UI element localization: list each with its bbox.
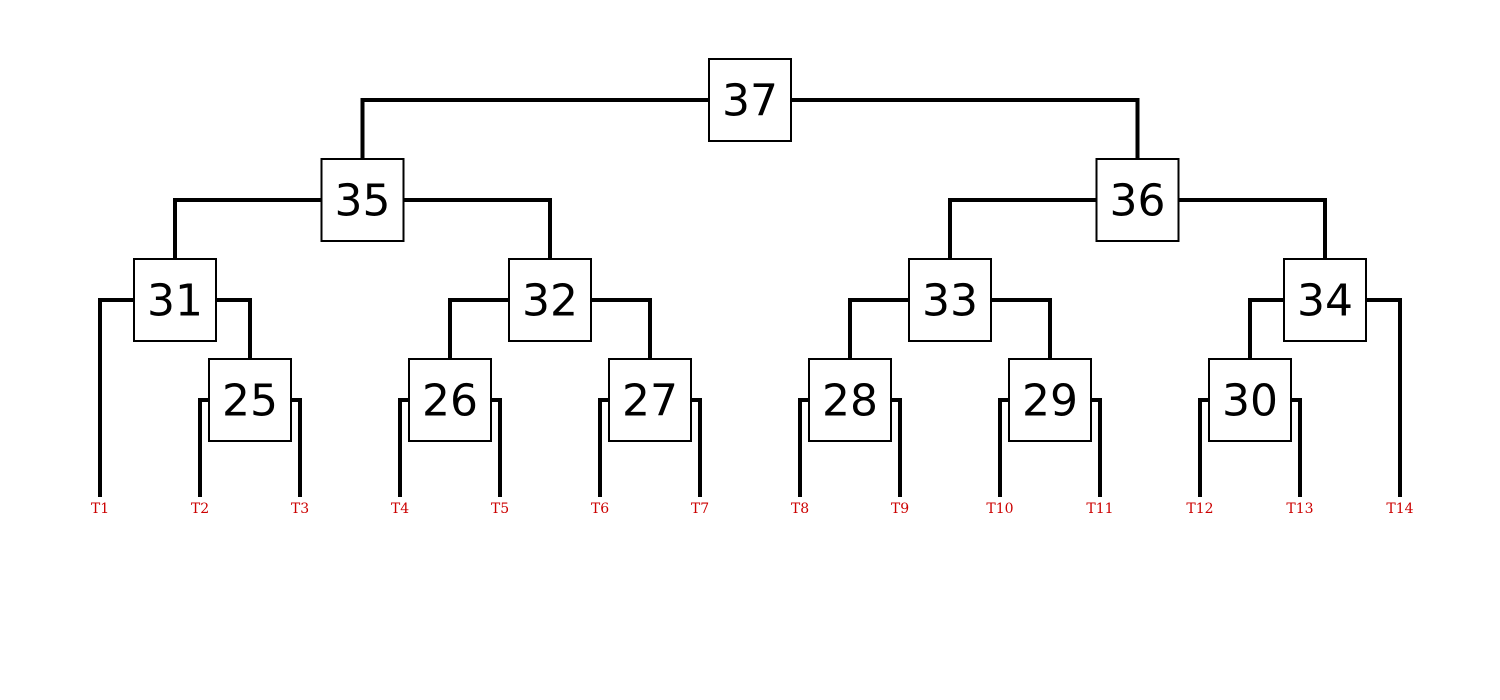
leaf-label: T1 <box>91 501 109 517</box>
match-node-box <box>1095 158 1180 242</box>
match-node-label: 34 <box>1297 276 1353 327</box>
leaf-label: T4 <box>391 501 409 517</box>
match-node-box <box>1208 358 1292 442</box>
match-node-29: 29 <box>1008 358 1092 442</box>
match-node-box <box>1008 358 1092 442</box>
match-node-box <box>608 358 692 442</box>
connector-25-T3 <box>290 398 302 497</box>
connector-28-T9 <box>890 398 902 497</box>
match-node-box <box>408 358 492 442</box>
match-node-33: 33 <box>908 258 992 342</box>
leaf-label: T11 <box>1086 501 1113 517</box>
connector-25-T2 <box>198 398 210 497</box>
connector-27-T7 <box>690 398 702 497</box>
match-node-label: 32 <box>522 276 578 327</box>
match-node-28: 28 <box>808 358 892 442</box>
leaf-label: T10 <box>986 501 1013 517</box>
connector-28-T8 <box>798 398 810 497</box>
match-node-label: 33 <box>922 276 978 327</box>
connector-29-T10 <box>998 398 1010 497</box>
connector-26-T5 <box>490 398 502 497</box>
match-node-34: 34 <box>1283 258 1367 342</box>
match-node-box <box>133 258 217 342</box>
match-node-label: 28 <box>822 376 878 427</box>
leaf-labels: T1 T2 T3 T4 T5 T6 T7 T8 T9 T10 T11 T12 T13 T14 <box>91 501 1414 517</box>
match-node-26: 26 <box>408 358 492 442</box>
leaf-label: T5 <box>491 501 509 517</box>
match-node-31: 31 <box>133 258 217 342</box>
match-node-label: 35 <box>335 176 391 227</box>
match-nodes: 37 35 36 31 32 33 34 25 26 27 28 29 30 <box>133 58 1367 442</box>
connector-30-T12 <box>1198 398 1210 497</box>
connector-27-T6 <box>598 398 610 497</box>
connector-30-T13 <box>1290 398 1302 497</box>
connector-lines <box>98 98 1402 497</box>
match-node-box <box>508 258 592 342</box>
match-node-box <box>808 358 892 442</box>
match-node-box <box>320 158 405 242</box>
match-node-label: 37 <box>722 76 778 127</box>
match-node-27: 27 <box>608 358 692 442</box>
match-node-35: 35 <box>320 158 405 242</box>
match-node-box <box>908 258 992 342</box>
match-node-25: 25 <box>208 358 292 442</box>
match-node-label: 30 <box>1222 376 1278 427</box>
match-node-box <box>708 58 792 142</box>
match-node-label: 31 <box>147 276 203 327</box>
match-node-label: 27 <box>622 376 678 427</box>
match-node-box <box>1283 258 1367 342</box>
leaf-label: T3 <box>291 501 309 517</box>
connector-37-36 <box>750 98 1140 200</box>
match-node-37: 37 <box>708 58 792 142</box>
match-node-36: 36 <box>1095 158 1180 242</box>
match-node-label: 29 <box>1022 376 1078 427</box>
leaf-label: T14 <box>1386 501 1413 517</box>
leaf-label: T2 <box>191 501 209 517</box>
leaf-label: T13 <box>1286 501 1313 517</box>
leaf-label: T7 <box>691 501 709 517</box>
match-node-label: 26 <box>422 376 478 427</box>
match-node-label: 25 <box>222 376 278 427</box>
connector-26-T4 <box>398 398 410 497</box>
leaf-label: T6 <box>591 501 609 517</box>
connector-37-35 <box>360 98 750 200</box>
leaf-label: T12 <box>1186 501 1213 517</box>
connector-29-T11 <box>1090 398 1102 497</box>
leaf-label: T9 <box>891 501 909 517</box>
match-node-label: 36 <box>1110 176 1166 227</box>
match-node-30: 30 <box>1208 358 1292 442</box>
leaf-label: T8 <box>791 501 809 517</box>
match-node-32: 32 <box>508 258 592 342</box>
match-node-box <box>208 358 292 442</box>
